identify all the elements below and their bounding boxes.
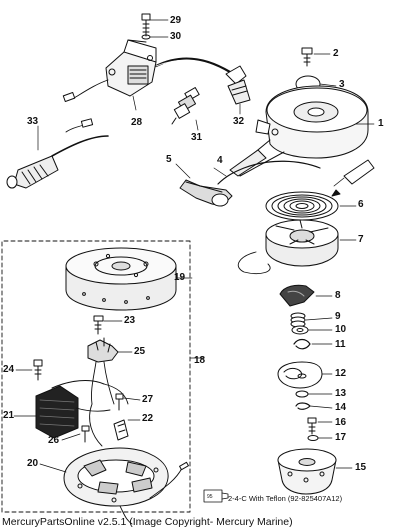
callout-14: 14: [335, 402, 347, 413]
group-box: [1, 240, 191, 513]
screw-16: [307, 417, 317, 435]
callout-13: 13: [335, 388, 347, 399]
starter-cup-15: [277, 448, 337, 495]
clip-22: [113, 419, 129, 441]
washer-17: [307, 435, 319, 441]
pawl-8: [279, 284, 315, 307]
screw-24: [33, 359, 43, 381]
ignition-coil-28: [105, 39, 157, 97]
callout-28: 28: [131, 117, 143, 128]
callout-2: 2: [333, 48, 339, 59]
rewind-spring-6: [265, 191, 339, 221]
cam-plate-12: [277, 361, 323, 389]
callout-5: 5: [166, 154, 172, 165]
stop-switch-33: [6, 118, 109, 189]
callout-24: 24: [3, 364, 15, 375]
screw-27: [115, 393, 124, 411]
callout-26: 26: [48, 435, 60, 446]
callout-25: 25: [134, 346, 146, 357]
callout-20: 20: [27, 458, 39, 469]
callout-17: 17: [335, 432, 347, 443]
sealant-code: 95: [207, 494, 213, 500]
starter-housing-1: [229, 85, 369, 177]
bolt-29: [141, 13, 151, 37]
callout-9: 9: [335, 311, 341, 322]
callout-27: 27: [142, 394, 154, 405]
stator-plate-20: [63, 447, 189, 525]
callout-33: 33: [27, 116, 39, 127]
plug-boot-32: [225, 65, 251, 105]
callout-22: 22: [142, 413, 154, 424]
callout-10: 10: [335, 324, 347, 335]
callout-18: 18: [194, 355, 206, 366]
callout-4: 4: [217, 155, 223, 166]
callout-23: 23: [124, 315, 136, 326]
callout-19: 19: [174, 272, 186, 283]
starter-rope-4: [217, 160, 321, 185]
trigger-assembly-25: [87, 337, 119, 405]
rope-pulley-7: [237, 219, 339, 275]
washer-10: [291, 325, 309, 335]
callout-12: 12: [335, 368, 347, 379]
spark-plug-31: [171, 87, 200, 125]
callout-8: 8: [335, 290, 341, 301]
callout-1: 1: [378, 118, 384, 129]
sealant-label: 2-4-C With Teflon (92-825407A12): [228, 494, 343, 503]
lockout-tag: [331, 159, 375, 197]
callout-21: 21: [3, 410, 15, 421]
callout-30: 30: [170, 31, 182, 42]
screw-26: [81, 425, 90, 443]
callout-31: 31: [191, 132, 203, 143]
flywheel-19: [65, 247, 177, 311]
callout-29: 29: [170, 15, 182, 26]
callout-3: 3: [339, 79, 345, 90]
rope-handle-5: [179, 179, 233, 207]
callout-6: 6: [358, 199, 364, 210]
sealant-tube-icon: [203, 489, 229, 503]
clip-14: [295, 402, 311, 410]
copyright-footer: MercuryPartsOnline v2.5.1 (Image Copyrig…: [2, 516, 293, 528]
screw-2: [301, 47, 313, 67]
callout-7: 7: [358, 234, 364, 245]
spring-11: [293, 338, 311, 350]
callout-32: 32: [233, 116, 245, 127]
bolt-23: [93, 315, 104, 335]
callout-11: 11: [335, 339, 346, 350]
washer-13: [295, 390, 309, 398]
spring-9: [290, 312, 306, 328]
callout-16: 16: [335, 417, 347, 428]
coil-pack-21: [35, 380, 111, 439]
callout-15: 15: [355, 462, 367, 473]
